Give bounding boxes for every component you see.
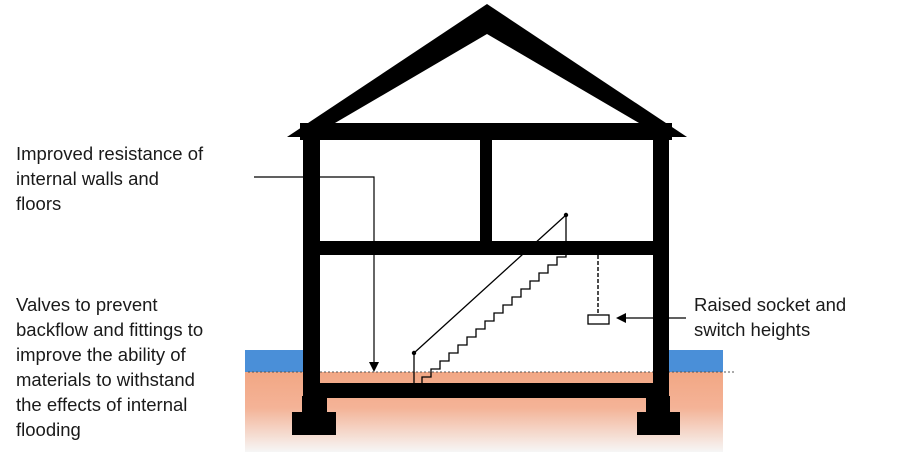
flood-water-left <box>245 350 307 372</box>
label-line: materials to withstand <box>16 369 195 390</box>
roof-attic <box>335 34 639 123</box>
label-line: internal walls and <box>16 168 159 189</box>
internal-wall-upper <box>480 138 492 246</box>
foundation-left-post <box>302 396 327 416</box>
wall-left <box>303 123 320 398</box>
label-line: improve the ability of <box>16 344 186 365</box>
walls-leader-arrowhead <box>369 362 379 372</box>
ground-floor <box>303 383 669 398</box>
foundation-right-post <box>646 396 670 416</box>
walls-leader-line <box>254 176 375 362</box>
label-line: Raised socket and <box>694 294 847 315</box>
socket-leader-arrowhead <box>616 313 626 323</box>
handrail <box>413 214 567 354</box>
wall-right <box>653 123 669 398</box>
raised-socket <box>587 314 610 325</box>
label-line: switch heights <box>694 319 811 340</box>
label-line: Improved resistance of <box>16 143 204 164</box>
first-floor <box>303 241 669 255</box>
label-raised-sockets: Raised socket and switch heights <box>694 292 846 342</box>
label-line: Valves to prevent <box>16 294 158 315</box>
foundation-right <box>637 412 680 435</box>
eaves-beam <box>300 123 672 140</box>
label-line: the effects of internal <box>16 394 188 415</box>
label-line: flooding <box>16 419 81 440</box>
label-line: backflow and fittings to <box>16 319 204 340</box>
staircase <box>421 249 567 383</box>
label-valves-fittings: Valves to prevent backflow and fittings … <box>16 292 203 442</box>
label-internal-walls: Improved resistance of internal walls an… <box>16 141 203 216</box>
flood-water-right <box>667 350 723 372</box>
label-line: floors <box>16 193 62 214</box>
foundation-left <box>292 412 336 435</box>
